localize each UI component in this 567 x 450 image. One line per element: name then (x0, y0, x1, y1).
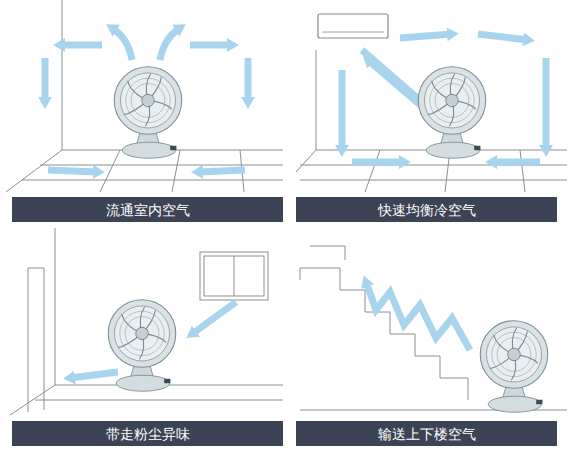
caption-band: 流通室内空气 (12, 197, 283, 222)
ac-unit (318, 14, 388, 38)
caption-band: 快速均衡冷空气 (296, 197, 557, 222)
caption-band: 输送上下楼空气 (296, 421, 557, 446)
caption-text: 快速均衡冷空气 (378, 203, 476, 217)
room-lines (6, 0, 567, 415)
fans (108, 67, 548, 413)
caption-text: 输送上下楼空气 (378, 427, 476, 441)
caption-text: 带走粉尘异味 (106, 427, 190, 441)
caption-band: 带走粉尘异味 (12, 421, 283, 446)
caption-text: 流通室内空气 (106, 203, 190, 217)
